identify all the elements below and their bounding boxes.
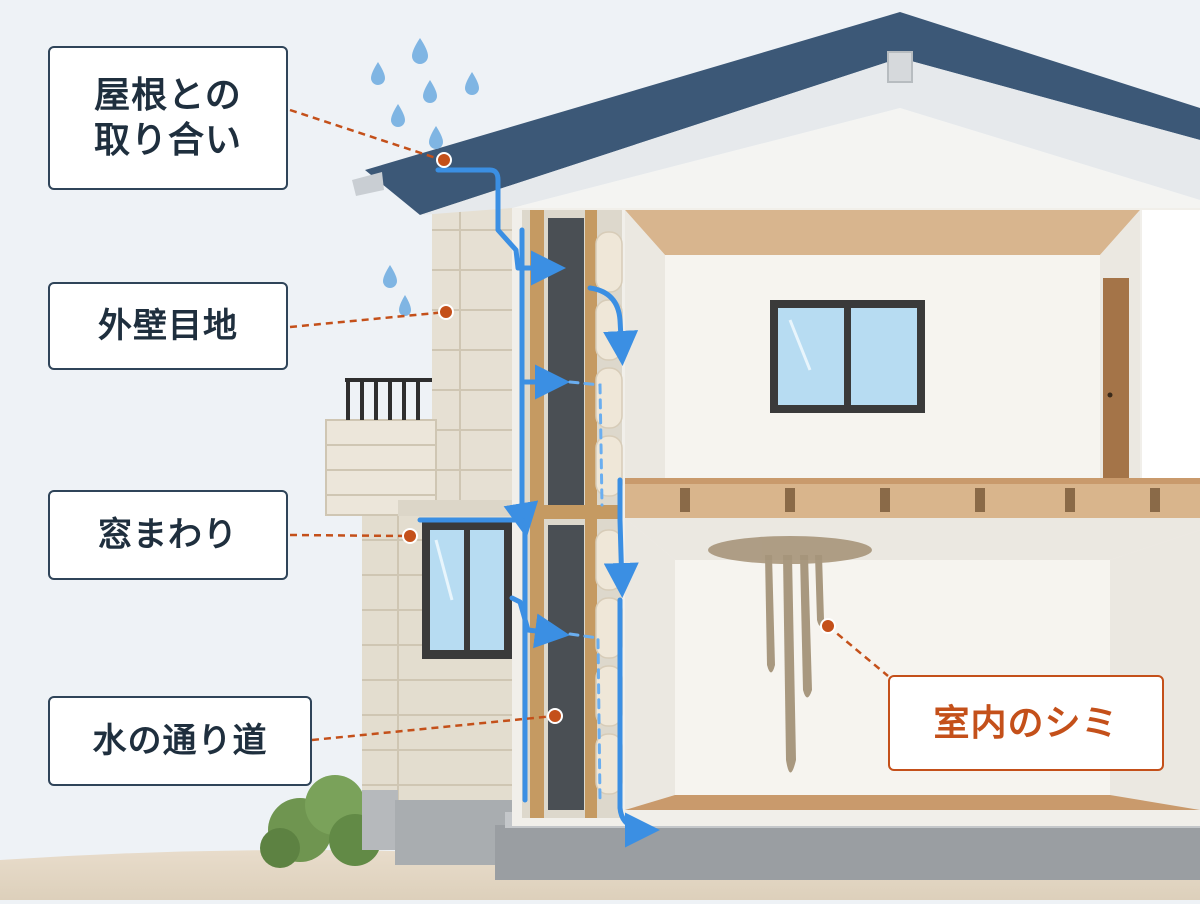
- interior-door: [1103, 278, 1129, 485]
- floor-joist-band: [625, 480, 1200, 518]
- balcony-wall: [325, 419, 437, 516]
- window-label: 窓まわり: [98, 514, 238, 555]
- upper-ceiling: [625, 210, 1140, 255]
- roof-label-line1: 屋根との: [94, 75, 242, 116]
- left-foundation: [362, 790, 398, 850]
- gutter: [352, 172, 384, 196]
- leader-lines: [289, 108, 889, 742]
- raindrop-icon: [371, 38, 479, 316]
- roof-eave: [420, 58, 1200, 215]
- upper-left-side-wall: [625, 210, 665, 485]
- callout-window-surround: 窓まわり: [48, 490, 288, 580]
- roof-label-line2: 取り合い: [93, 120, 242, 161]
- interior-window: [770, 300, 925, 413]
- upper-siding-lines: [432, 190, 522, 510]
- callout-roof-junction: 屋根との 取り合い: [48, 46, 288, 190]
- insulation: [595, 231, 623, 795]
- lower-floor: [625, 795, 1200, 810]
- water-stain: [708, 536, 872, 773]
- water-flow-dashed: [568, 380, 604, 802]
- window-canopy: [398, 500, 528, 516]
- upper-floor-line: [625, 478, 1200, 484]
- main-foundation: [495, 825, 1200, 880]
- lower-left-side-wall: [625, 518, 675, 810]
- leader-dot: [402, 152, 836, 724]
- upper-vent-layer: [548, 218, 584, 506]
- gable-wall: [512, 108, 1200, 210]
- right-exterior-wall: [1142, 210, 1200, 485]
- exterior-window: [422, 521, 512, 659]
- roof-vent: [887, 51, 913, 83]
- callout-wall-joint: 外壁目地: [48, 282, 288, 370]
- water-path-label: 水の通り道: [92, 720, 268, 761]
- lower-vent-layer: [548, 525, 584, 810]
- balcony-railing: [345, 378, 432, 420]
- stain-label: 室内のシミ: [933, 702, 1119, 744]
- callout-indoor-stain: 室内のシミ: [888, 675, 1164, 771]
- callout-water-path: 水の通り道: [48, 696, 312, 786]
- main-roof: [365, 12, 1200, 215]
- wall-label: 外壁目地: [98, 305, 238, 346]
- water-flow-arrow: [417, 167, 660, 848]
- floor-joists: [680, 488, 1160, 512]
- balcony-lines: [326, 444, 436, 496]
